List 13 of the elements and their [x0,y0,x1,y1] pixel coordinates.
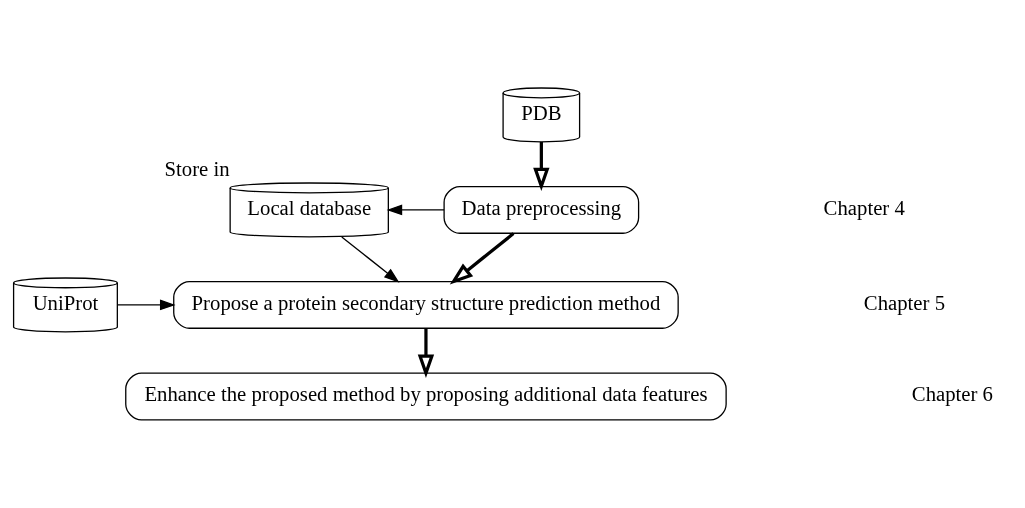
arrow [116,299,176,311]
node-box: Enhance the proposed method by proposing additional data features [125,372,727,421]
arrow [417,328,435,378]
label: Chapter 4 [823,196,905,219]
arrow [341,236,400,283]
label: Chapter 6 [911,383,993,406]
node-box: Data preprocessing [443,185,640,234]
arrow [449,232,515,285]
arrow [386,204,445,216]
node-box: Propose a protein secondary structure prediction method [173,280,679,329]
arrow [533,141,550,192]
node-label: Store in [164,158,230,181]
label: Chapter 5 [863,291,946,314]
